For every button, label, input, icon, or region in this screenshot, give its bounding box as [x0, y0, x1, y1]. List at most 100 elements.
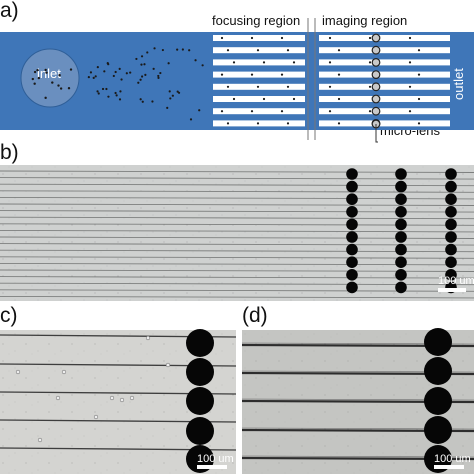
imaging-channels — [319, 35, 450, 127]
particle — [89, 71, 93, 74]
particle — [328, 36, 332, 40]
particle — [280, 36, 284, 40]
cell — [93, 414, 99, 420]
panel-d-micrograph: 100 um — [241, 328, 474, 474]
channel-wall — [0, 249, 474, 253]
cell — [55, 395, 61, 401]
particle — [92, 76, 95, 79]
particle — [106, 62, 109, 65]
scale-bar: 100 um — [197, 453, 234, 469]
particle — [51, 81, 54, 84]
particle — [292, 97, 296, 101]
particle — [189, 118, 193, 121]
micro-lens — [346, 243, 358, 256]
outlet-label: outlet — [451, 68, 466, 100]
particle — [118, 98, 122, 101]
micro-lens — [346, 281, 358, 294]
particle — [159, 71, 162, 75]
micro-lens — [371, 33, 381, 43]
particle — [101, 87, 105, 91]
micro-lens-leader — [375, 124, 378, 143]
particle — [31, 77, 35, 81]
micro-lens — [424, 416, 452, 444]
micro-lens — [424, 387, 452, 415]
particle — [408, 110, 412, 113]
particle — [226, 49, 230, 52]
micro-lens — [445, 168, 457, 180]
particle — [176, 90, 179, 93]
particle — [201, 64, 204, 67]
inlet-particles — [31, 68, 73, 100]
particle — [94, 75, 97, 78]
particle — [328, 85, 332, 88]
panel-d-label: (d) — [242, 304, 268, 327]
particle — [45, 71, 48, 74]
micro-lens — [445, 218, 457, 231]
channel-wall — [0, 289, 474, 292]
particle — [169, 97, 172, 100]
particle — [36, 68, 39, 72]
particle — [146, 51, 149, 54]
particle — [112, 74, 115, 78]
micro-lens — [445, 180, 457, 193]
particle — [408, 61, 412, 64]
micro-lens — [371, 45, 381, 55]
imaging-channel — [319, 59, 450, 66]
particle — [135, 57, 138, 61]
particle — [226, 85, 230, 88]
channel-wall — [0, 210, 474, 213]
particle — [107, 95, 110, 98]
particle — [97, 92, 100, 95]
particle — [368, 36, 372, 40]
imaging-channel — [319, 96, 450, 102]
channel-wall — [0, 190, 474, 193]
particle — [96, 66, 99, 69]
particle — [139, 98, 142, 101]
particle — [220, 110, 224, 113]
particle — [57, 84, 60, 87]
particle — [114, 70, 117, 74]
particle — [115, 94, 118, 97]
micro-lens — [371, 70, 381, 79]
focusing-channel — [213, 108, 305, 115]
particle — [167, 62, 170, 65]
inlet-label: inlet — [37, 66, 61, 81]
channel-wall — [0, 216, 474, 220]
channel-wall — [0, 236, 474, 239]
particle — [137, 81, 140, 84]
particle — [256, 85, 260, 88]
inlet-port — [20, 48, 80, 108]
imaging-channel — [319, 83, 450, 90]
particle — [33, 82, 36, 85]
micro-lens — [346, 231, 358, 243]
channel-wall — [0, 262, 474, 266]
cell — [61, 369, 67, 375]
particle — [120, 78, 123, 81]
particle — [262, 61, 266, 64]
particle — [44, 96, 47, 100]
particle — [337, 49, 341, 52]
particle — [417, 73, 421, 76]
micro-lens — [395, 256, 407, 269]
scale-bar-line — [434, 465, 464, 469]
micro-lens — [186, 329, 214, 357]
particle — [256, 49, 260, 52]
particle — [44, 68, 47, 72]
channel-wall — [0, 170, 474, 173]
channel-wall — [0, 276, 474, 279]
particle — [152, 67, 155, 70]
particle — [119, 90, 122, 93]
particle — [157, 74, 160, 78]
particle — [139, 78, 142, 81]
cell — [165, 362, 171, 368]
particle — [67, 87, 71, 90]
particle — [143, 63, 146, 66]
micro-lens — [371, 58, 381, 67]
micro-lens — [186, 358, 214, 386]
micro-lens — [371, 82, 381, 92]
particle — [250, 110, 254, 113]
particle — [262, 97, 266, 101]
particle — [168, 90, 171, 93]
imaging-channel — [319, 47, 450, 54]
particle — [280, 73, 284, 76]
